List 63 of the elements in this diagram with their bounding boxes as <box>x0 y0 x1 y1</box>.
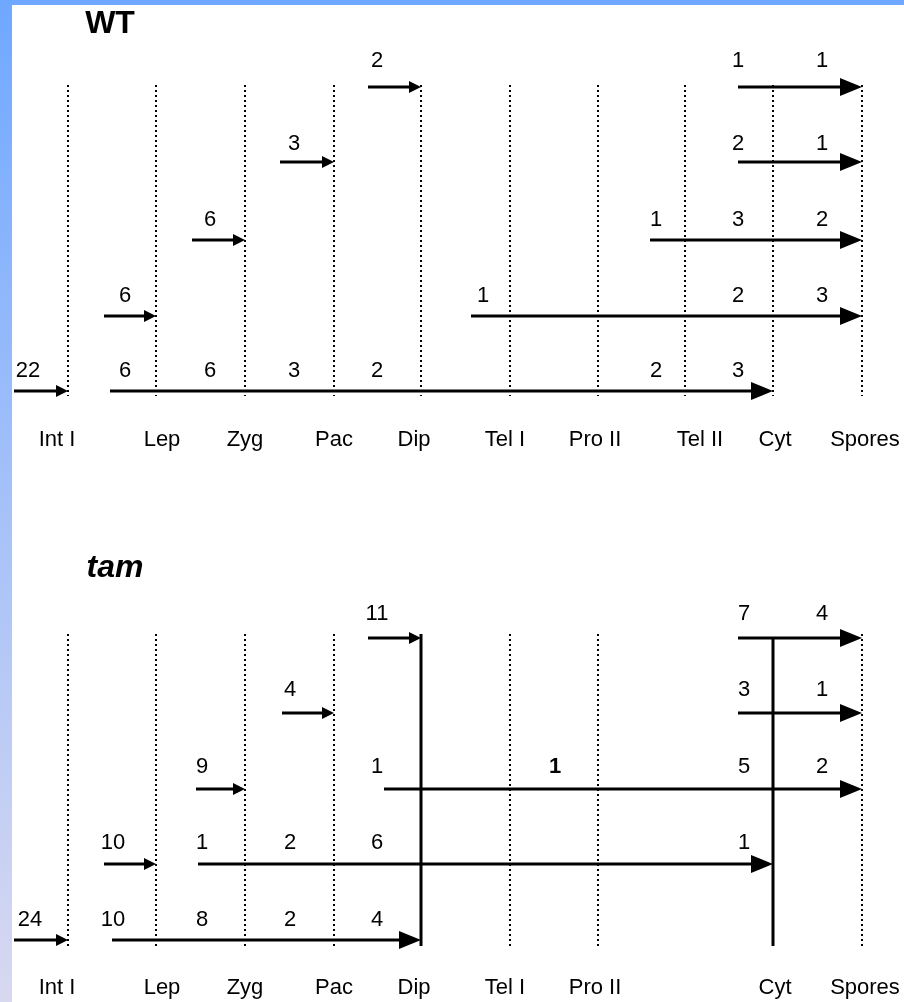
count-number: 10 <box>100 831 126 853</box>
panel-heading: tam <box>86 550 144 582</box>
stage-label: Spores <box>830 428 900 450</box>
stage-label: Cyt <box>758 976 792 998</box>
count-number: 8 <box>195 908 209 930</box>
stage-label: Int I <box>38 976 76 998</box>
stage-label: Zyg <box>226 976 264 998</box>
stage-label: Zyg <box>226 428 264 450</box>
count-number: 9 <box>195 755 209 777</box>
count-number: 2 <box>731 284 745 306</box>
count-number: 3 <box>287 359 301 381</box>
count-number: 5 <box>737 755 751 777</box>
stage-label: Dip <box>397 976 431 998</box>
count-number: 1 <box>649 208 663 230</box>
count-number: 10 <box>100 908 126 930</box>
count-number: 22 <box>15 359 41 381</box>
count-number: 2 <box>649 359 663 381</box>
count-number: 1 <box>476 284 490 306</box>
count-number: 3 <box>731 208 745 230</box>
stage-label: Pro II <box>568 976 622 998</box>
count-number: 2 <box>283 831 297 853</box>
count-number: 24 <box>17 908 43 930</box>
count-number: 6 <box>118 359 132 381</box>
count-number: 11 <box>365 602 389 624</box>
count-number: 2 <box>370 49 384 71</box>
count-number: 2 <box>815 755 829 777</box>
count-number: 3 <box>731 359 745 381</box>
count-number: 1 <box>815 678 829 700</box>
count-number: 6 <box>118 284 132 306</box>
count-number: 6 <box>203 208 217 230</box>
stage-label: Cyt <box>758 428 792 450</box>
count-number: 2 <box>731 132 745 154</box>
count-number: 2 <box>283 908 297 930</box>
count-number: 2 <box>815 208 829 230</box>
count-number: 3 <box>815 284 829 306</box>
count-number: 2 <box>370 359 384 381</box>
count-number: 1 <box>731 49 745 71</box>
stage-label: Tel II <box>676 428 724 450</box>
count-number: 1 <box>370 755 384 777</box>
stage-label: Spores <box>830 976 900 998</box>
stage-label: Lep <box>143 976 181 998</box>
panel-heading: WT <box>85 6 135 38</box>
count-number: 4 <box>283 678 297 700</box>
count-number: 3 <box>287 132 301 154</box>
count-number: 4 <box>370 908 384 930</box>
count-number: 3 <box>737 678 751 700</box>
count-number: 1 <box>737 831 751 853</box>
count-number: 1 <box>815 49 829 71</box>
stage-label: Tel I <box>484 428 526 450</box>
stage-label: Tel I <box>484 976 526 998</box>
count-number: 6 <box>203 359 217 381</box>
count-number: 1 <box>195 831 209 853</box>
stage-label: Dip <box>397 428 431 450</box>
count-number: 1 <box>548 755 562 777</box>
count-number: 6 <box>370 831 384 853</box>
count-number: 1 <box>815 132 829 154</box>
stage-label: Pro II <box>568 428 622 450</box>
stage-label: Pac <box>315 428 353 450</box>
count-number: 7 <box>737 602 751 624</box>
stage-label: Int I <box>38 428 76 450</box>
count-number: 4 <box>815 602 829 624</box>
stage-label: Pac <box>315 976 353 998</box>
stage-label: Lep <box>143 428 181 450</box>
